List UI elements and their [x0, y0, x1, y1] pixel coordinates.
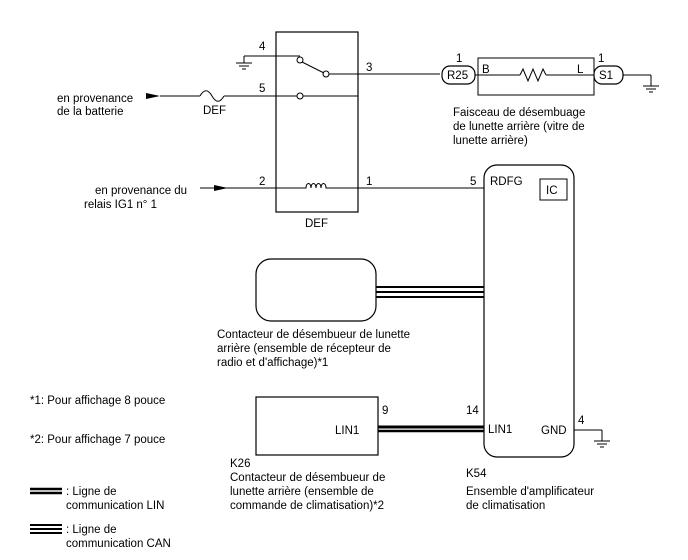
gnd-label: GND	[541, 425, 567, 437]
connector-s1-label: S1	[599, 70, 613, 82]
terminal-l-label: L	[577, 64, 584, 76]
climate-caption-line2: lunette arrière (ensemble de	[230, 486, 374, 498]
radio-caption-line3: radio et d'affichage)*1	[217, 357, 328, 369]
legend: : Ligne de communication LIN : Ligne de …	[30, 486, 171, 550]
def-switch-block: 4 5 3 2 1 DEF	[200, 31, 484, 230]
fuse-icon	[199, 90, 225, 102]
harness-caption-line1: Faisceau de désembuage	[453, 107, 585, 119]
radio-caption-line1: Contacteur de désembueur de lunette	[217, 329, 410, 341]
switch-pivot	[322, 70, 330, 78]
pin-1-label: 1	[366, 176, 372, 188]
climate-caption-line3: commande de climatisation)*2	[230, 500, 384, 512]
battery-label-line2: de la batterie	[57, 106, 124, 118]
ic-label: IC	[546, 185, 558, 197]
heater-resistor-icon	[519, 67, 547, 83]
climate-switch-k26: LIN1 9 K26 Contacteur de désembueur de l…	[230, 396, 484, 512]
legend-can-line1: : Ligne de	[66, 524, 117, 536]
relay-coil	[200, 183, 484, 189]
radio-switch-box	[255, 258, 377, 322]
fuse-label: DEF	[203, 105, 226, 117]
amplifier-name-line2: de climatisation	[466, 500, 545, 512]
ic-box	[539, 178, 568, 201]
lin-label-amp: LIN1	[488, 424, 512, 436]
connector-r25-pin: 1	[456, 53, 462, 65]
def-switch-box	[275, 31, 359, 213]
lin-pin-switch: 9	[382, 405, 388, 417]
gnd-pin: 4	[578, 415, 585, 427]
pin-2-label: 2	[259, 176, 265, 188]
terminal-b-label: B	[482, 64, 490, 76]
amplifier-box	[483, 164, 575, 458]
pin-3-label: 3	[366, 62, 372, 74]
note-2: *2: Pour affichage 7 pouce	[30, 434, 165, 446]
rdfg-pin: 5	[470, 176, 476, 188]
connector-s1-pin: 1	[598, 53, 604, 65]
lin-label-switch: LIN1	[335, 425, 359, 437]
pin-5-label: 5	[259, 83, 265, 95]
rdfg-label: RDFG	[490, 176, 523, 188]
lin-pin-amp: 14	[466, 405, 479, 417]
note-1: *1: Pour affichage 8 pouce	[30, 395, 165, 407]
harness-caption-line3: lunette arrière)	[453, 135, 528, 147]
radio-switch: Contacteur de désembueur de lunette arri…	[217, 258, 484, 369]
arrow-icon	[214, 185, 228, 191]
amplifier-name-line1: Ensemble d'amplificateur	[466, 486, 594, 498]
radio-caption-line2: arrière (ensemble de récepteur de	[217, 343, 391, 355]
switch-contact	[296, 92, 304, 100]
climate-caption-line1: Contacteur de désembueur de	[230, 472, 385, 484]
battery-input: en provenance de la batterie DEF	[57, 90, 297, 118]
switch-arm	[301, 61, 325, 74]
relay-label-line1: en provenance du	[95, 185, 187, 197]
legend-can-line2: communication CAN	[66, 538, 171, 550]
amplifier-k54: 5 RDFG IC 14 LIN1 4 GND K54 Ensemble d'a…	[466, 164, 610, 512]
connector-r25-label: R25	[447, 70, 468, 82]
def-block-label: DEF	[305, 218, 328, 230]
relay-input: en provenance du relais IG1 n° 1	[84, 185, 228, 211]
climate-switch-box	[255, 396, 379, 456]
climate-switch-code: K26	[230, 458, 250, 470]
amplifier-code: K54	[466, 468, 487, 480]
harness-caption-line2: de lunette arrière (vitre de	[453, 121, 585, 133]
legend-lin-line1: : Ligne de	[66, 486, 117, 498]
legend-lin-line2: communication LIN	[66, 500, 164, 512]
arrow-icon	[146, 93, 160, 99]
relay-label-line2: relais IG1 n° 1	[84, 199, 157, 211]
battery-label-line1: en provenance	[57, 93, 133, 105]
pin-4-label: 4	[259, 41, 266, 53]
switch-contact	[296, 56, 304, 64]
defogger-harness: R25 1 B L S1 1 Faisceau de désembuage de…	[441, 53, 659, 147]
